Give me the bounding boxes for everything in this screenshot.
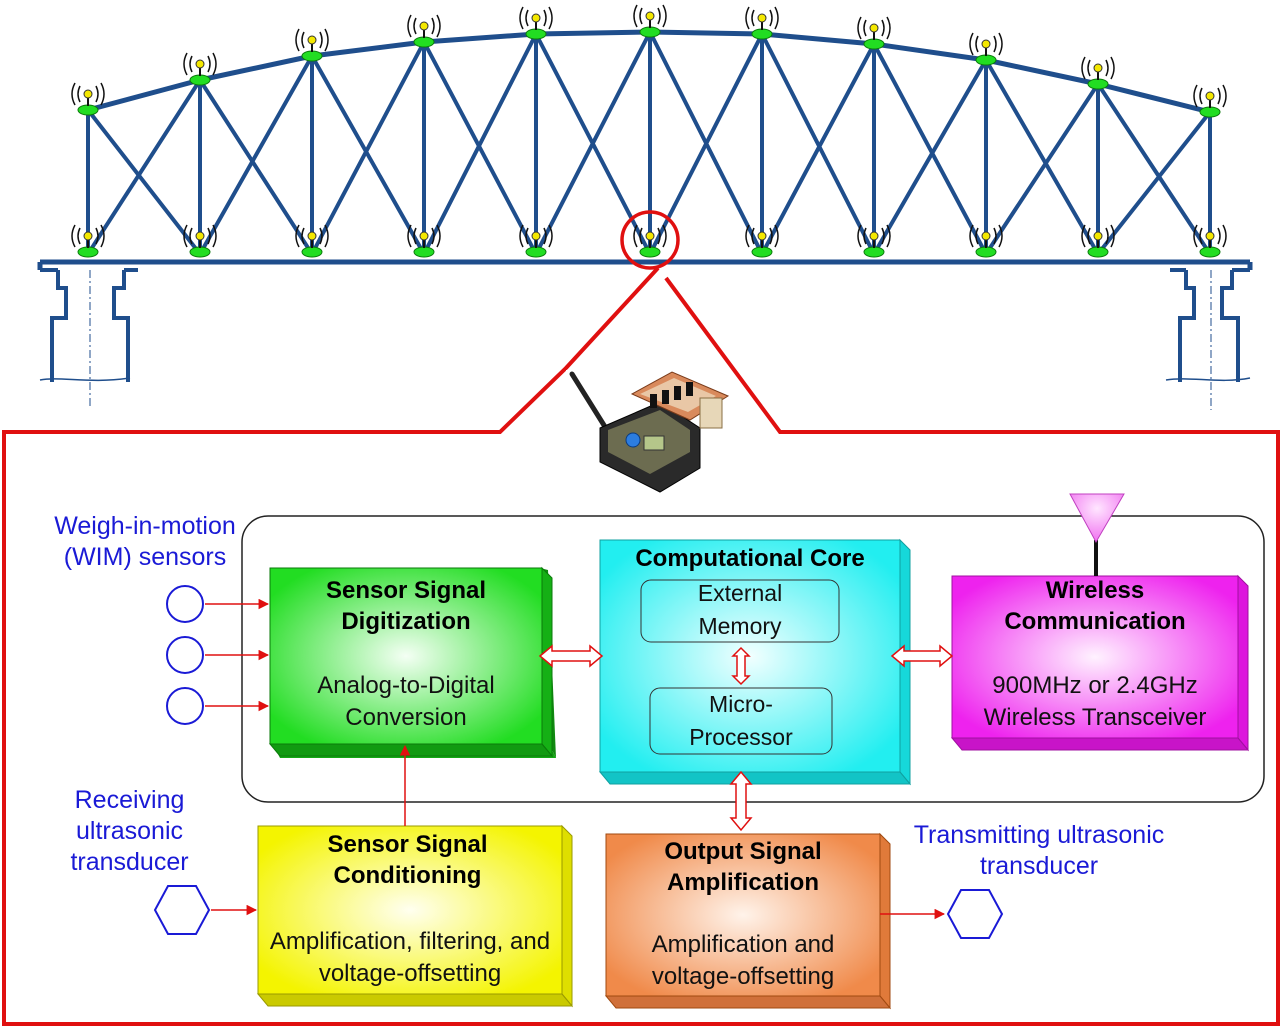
computational-core-block [598,538,912,786]
system-container [241,515,1265,803]
micro-processor-label: Micro-Processor [689,691,793,750]
core-output-arrow [729,770,753,832]
sensor-node-icon [633,4,667,38]
sensor-node-icon [519,6,553,40]
sensor-node-icon [295,224,329,258]
wim-sensors-label: Weigh-in-motion (WIM) sensors [54,512,236,571]
sensor-node-icon [407,14,441,48]
output-subtitle: Amplification and voltage-offsetting [651,931,835,990]
sensor-node-icon [633,224,667,258]
sensor-node-icon [183,52,217,86]
wireless-block [950,574,1250,752]
truss-diagonal [1096,82,1212,256]
wim-sensor-2-icon [166,636,204,674]
output-amplification-block [604,832,892,1010]
truss-diagonal [760,42,876,256]
core-title: Computational Core [635,545,865,572]
truss-diagonal [534,30,652,256]
truss-diagonal [86,78,202,256]
wim-sensor-1-icon [166,585,204,623]
truss-diagonal [86,108,202,256]
truss-diagonal [310,40,426,256]
digitization-title: Sensor Signal Digitization [325,577,487,635]
truss-diagonal [872,58,988,256]
output-title: Output Signal Amplification [664,838,822,896]
core-wireless-arrow [890,644,954,668]
sensor-node-icon [745,224,779,258]
highlighted-node-circle [620,210,680,270]
wireless-subtitle: 900MHz or 2.4GHz Wireless Transceiver [983,672,1207,731]
sensor-node-icon [71,82,105,116]
sensor-node-icon [183,224,217,258]
sensor-node-icon [1193,84,1227,118]
truss-diagonal [984,58,1100,256]
truss-diagonal [1096,110,1212,256]
sensor-node-icon [1193,224,1227,258]
transmitting-transducer-label: Transmitting ultrasonic transducer [913,821,1165,880]
sensor-node-icon [519,224,553,258]
sensor-node-icon [295,28,329,62]
receiving-transducer-label: Receiving ultrasonic transducer [70,786,189,876]
digitization-subtitle: Analog-to-Digital Conversion [317,672,495,731]
sensor-node-icon [1081,56,1115,90]
truss-diagonal [198,78,314,256]
callout-outline [2,266,1280,1026]
sensor-node-icon [71,224,105,258]
wim-sensor-3-icon [166,687,204,725]
receiving-transducer-icon [153,885,258,935]
wireless-sensor-unit-image [566,370,730,496]
truss-diagonal [872,42,988,256]
conditioning-block [256,824,574,1008]
truss-bridge [37,29,1253,270]
transmitting-transducer-icon [880,889,1004,939]
digitization-core-arrow [538,644,604,668]
sensor-node-icon [969,32,1003,66]
truss-diagonal [760,32,876,256]
truss-diagonal [310,54,426,256]
conditioning-title: Sensor Signal Conditioning [327,831,488,889]
external-memory-label: External Memory [697,580,783,639]
truss-diagonal [198,54,314,256]
sensor-node-icon [1081,224,1115,258]
antenna-icon [1069,493,1125,576]
wireless-sensor-nodes [71,4,1227,258]
left-abutment [39,268,138,408]
sensor-node-icon [969,224,1003,258]
truss-diagonal [984,82,1100,256]
sensor-node-icon [407,224,441,258]
sensor-node-icon [857,224,891,258]
truss-diagonal [422,32,538,256]
sensor-node-icon [745,6,779,40]
right-abutment [1165,268,1251,410]
wim-sensor-inputs [166,585,270,725]
wireless-title: Wireless Communication [1004,577,1186,635]
sensor-node-icon [857,16,891,50]
conditioning-subtitle: Amplification, filtering, and voltage-of… [269,928,551,987]
